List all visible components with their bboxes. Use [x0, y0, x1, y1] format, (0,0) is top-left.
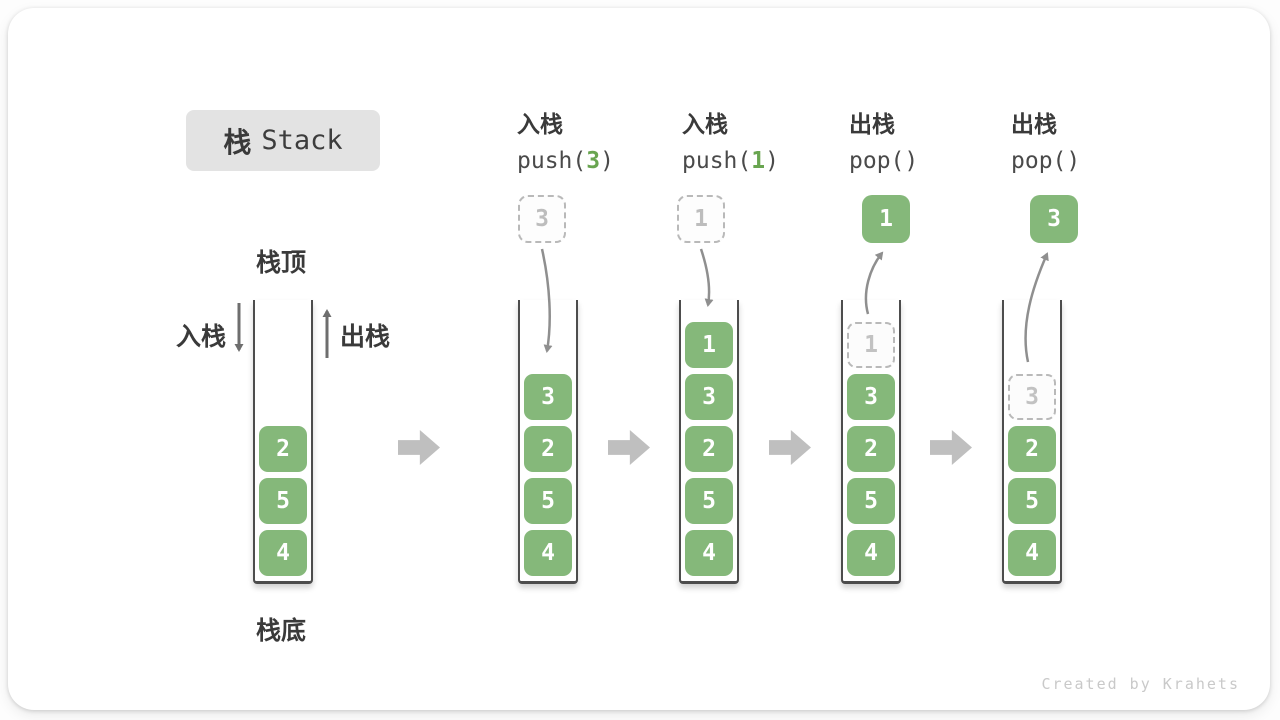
stage-operation-label: 出栈 pop() [849, 105, 918, 174]
operation-code-label: push(1) [682, 148, 779, 174]
stack-element: 5 [524, 478, 572, 524]
stage-operation-label: 出栈 pop() [1011, 105, 1080, 174]
stack-element: 4 [847, 530, 895, 576]
next-step-arrow-icon [398, 430, 440, 465]
stack-element: 3 [685, 374, 733, 420]
stack-element: 4 [259, 530, 307, 576]
push1-curve-arrow-icon [699, 248, 714, 307]
push-direction-label: 入栈 [176, 323, 227, 351]
stack-element-ghost: 3 [1008, 374, 1056, 420]
stack-element: 3 [847, 374, 895, 420]
next-step-arrow-icon [930, 430, 972, 465]
operation-name-label: 出栈 [1011, 111, 1057, 137]
stack-element: 5 [259, 478, 307, 524]
stack-element: 2 [685, 426, 733, 472]
next-step-arrow-icon [608, 430, 650, 465]
stack-element: 2 [1008, 426, 1056, 472]
floating-element-dashed: 3 [518, 195, 566, 243]
stack-element: 3 [524, 374, 572, 420]
stack-element: 4 [1008, 530, 1056, 576]
code-post: ) [765, 148, 779, 174]
operation-name-label: 入栈 [682, 111, 728, 137]
floating-element-solid: 3 [1030, 195, 1078, 243]
stack-container [253, 300, 313, 584]
stage-operation-label: 入栈 push(3) [517, 105, 614, 174]
next-step-arrow-icon [769, 430, 811, 465]
stack-element: 2 [524, 426, 572, 472]
code-argument: 3 [586, 148, 601, 174]
code-pre: pop( [1011, 148, 1067, 174]
stack-element: 2 [847, 426, 895, 472]
code-pre: pop( [849, 148, 905, 174]
code-post: ) [904, 148, 919, 174]
operation-name-label: 出栈 [849, 111, 895, 137]
stack-bottom-label: 栈底 [256, 617, 307, 645]
floating-element-solid: 1 [862, 195, 910, 243]
code-post: ) [600, 148, 614, 174]
floating-element-dashed: 1 [677, 195, 725, 243]
code-post: ) [1066, 148, 1081, 174]
stack-container [518, 300, 578, 584]
stack-element: 2 [259, 426, 307, 472]
code-pre: push( [517, 148, 587, 174]
stack-element-ghost: 1 [847, 322, 895, 368]
code-argument: 1 [751, 148, 766, 174]
operation-code-label: push(3) [517, 148, 614, 174]
stack-element: 4 [685, 530, 733, 576]
stack-container [1002, 300, 1062, 584]
title-en: Stack [261, 125, 343, 156]
title-zh: 栈 [223, 126, 252, 158]
stack-element: 5 [685, 478, 733, 524]
stack-element: 4 [524, 530, 572, 576]
operation-name-label: 入栈 [517, 111, 563, 137]
title-box: 栈 Stack [186, 110, 380, 171]
stack-container [679, 300, 739, 584]
stack-container [841, 300, 901, 584]
watermark: Created by Krahets [1041, 675, 1240, 693]
operation-code-label: pop() [849, 148, 918, 174]
stack-element: 5 [1008, 478, 1056, 524]
stack-top-label: 栈顶 [256, 249, 307, 277]
stack-element: 5 [847, 478, 895, 524]
pop-direction-label: 出栈 [340, 323, 391, 351]
code-pre: push( [682, 148, 752, 174]
stack-element: 1 [685, 322, 733, 368]
stage-operation-label: 入栈 push(1) [682, 105, 779, 174]
operation-code-label: pop() [1011, 148, 1080, 174]
